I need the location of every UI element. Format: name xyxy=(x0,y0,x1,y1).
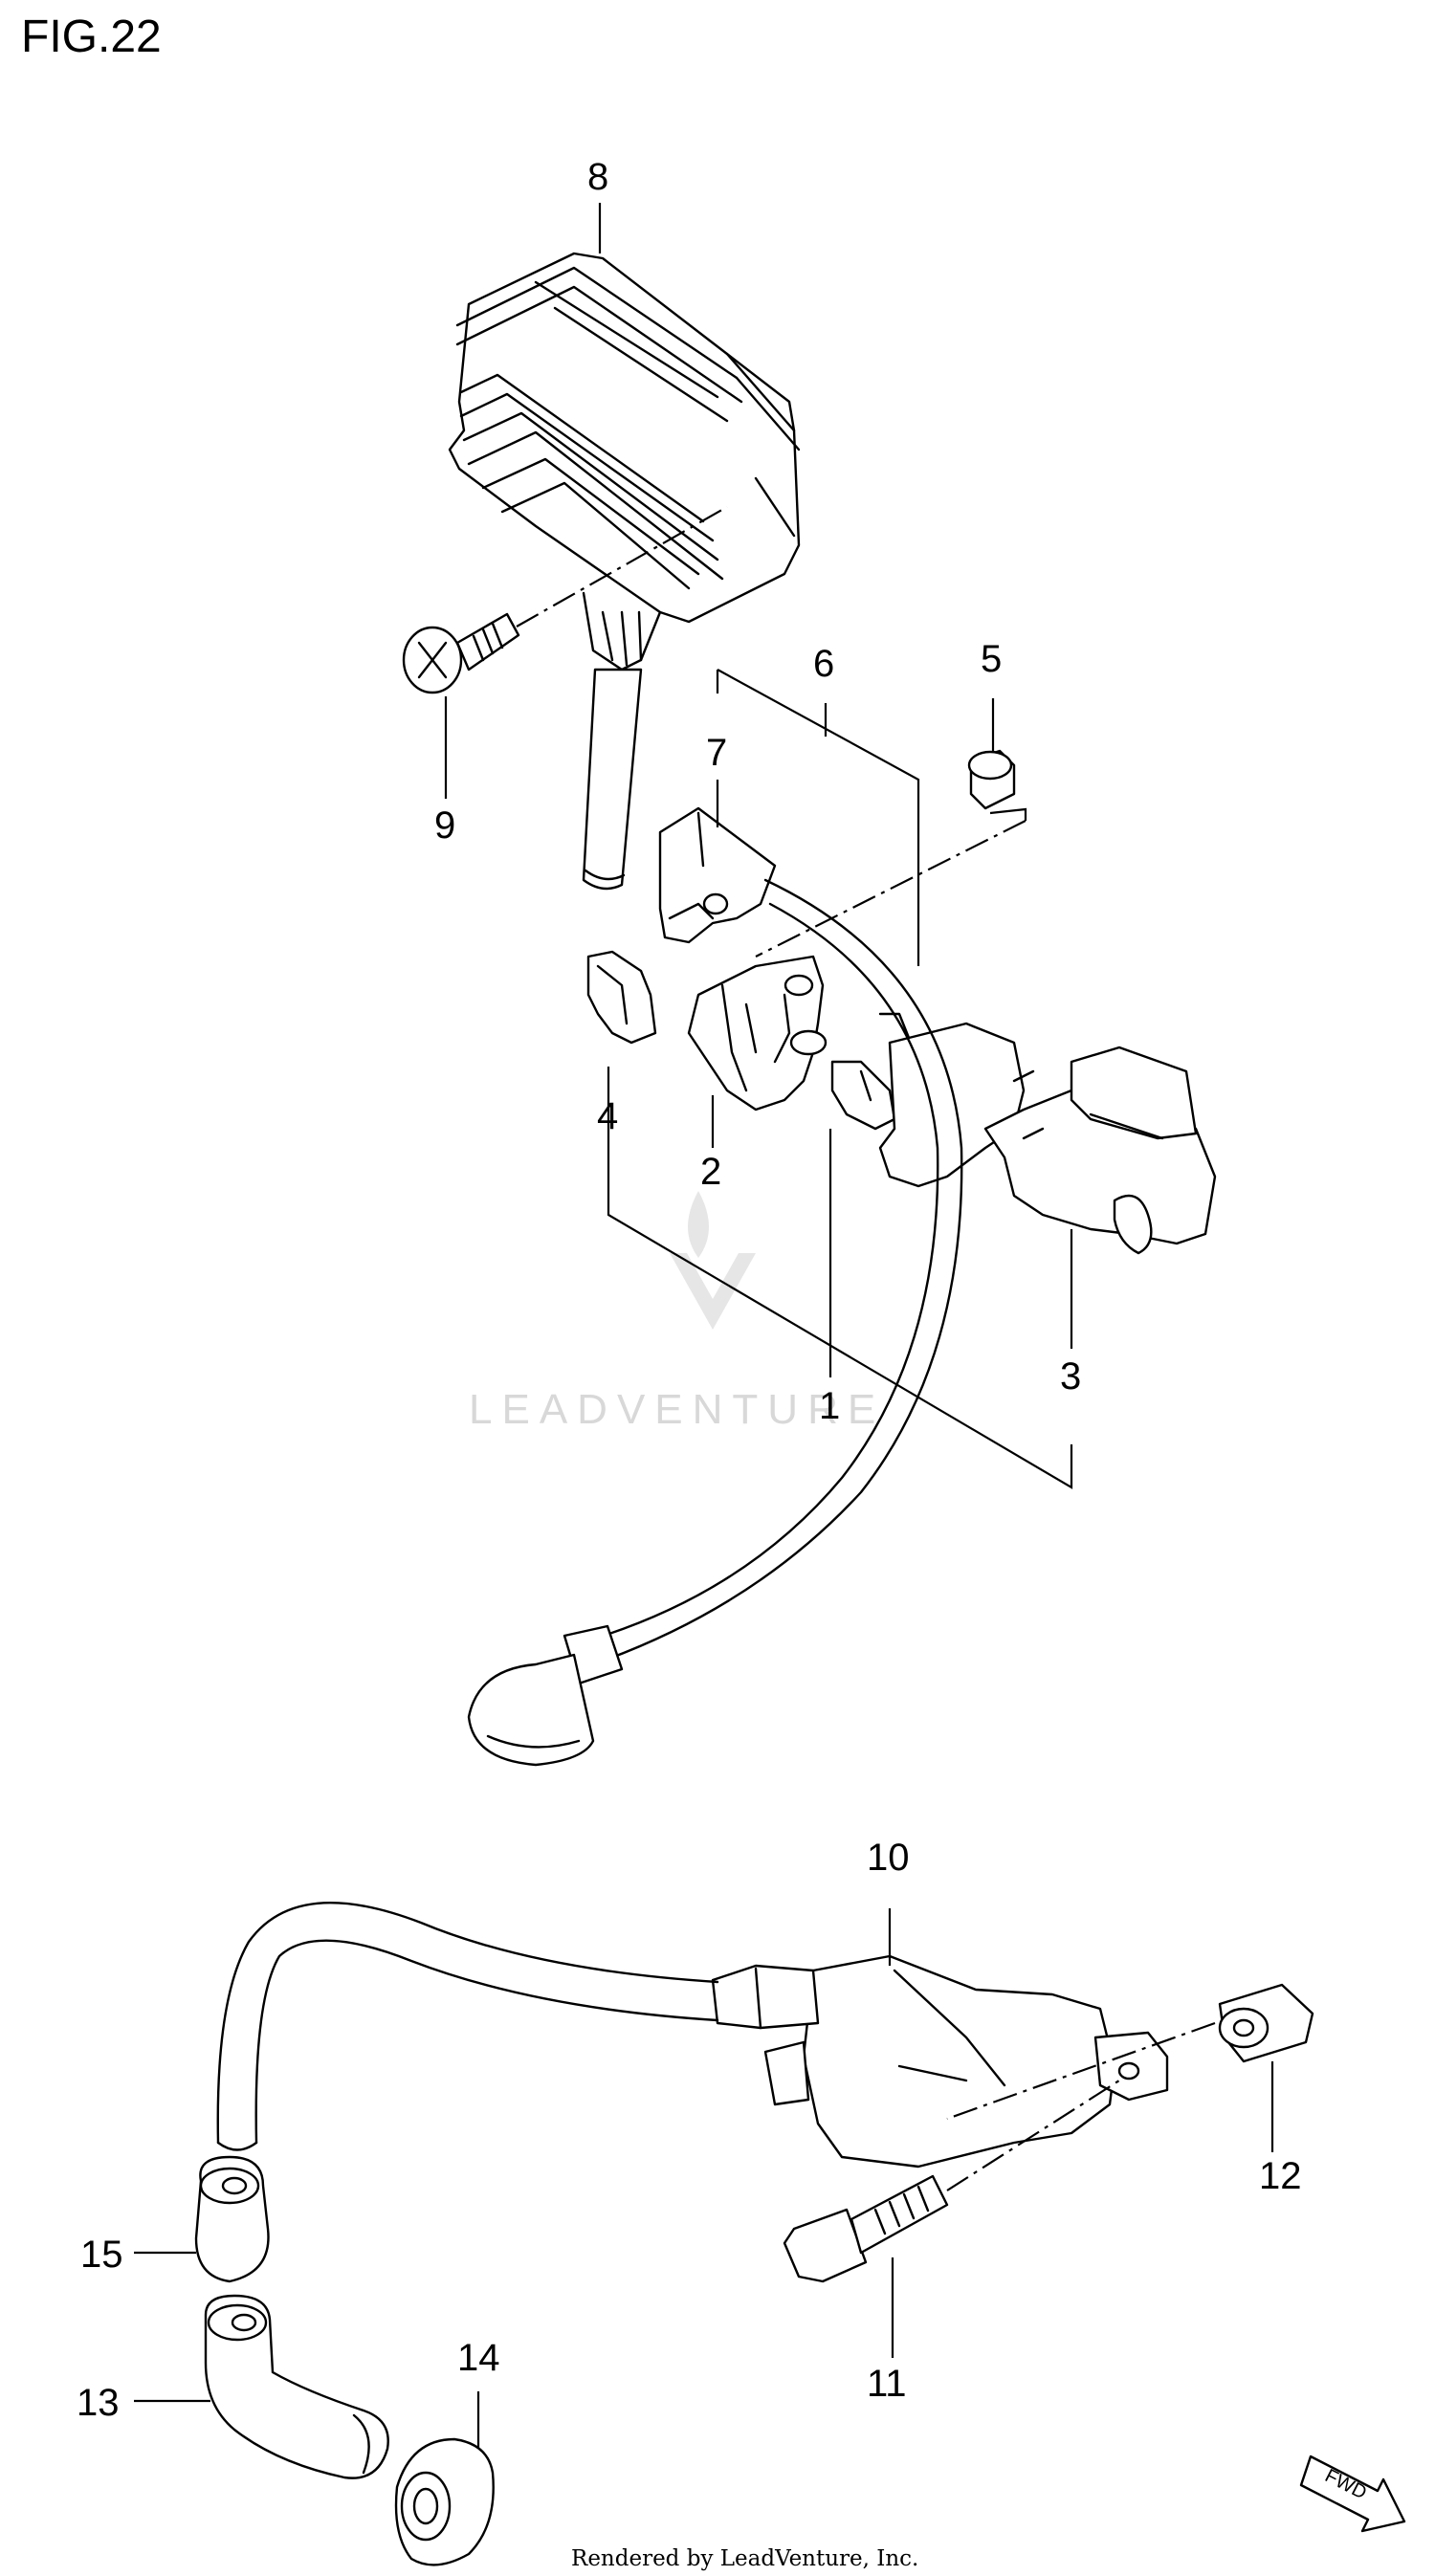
part-8-regulator xyxy=(448,252,801,891)
callout-11: 11 xyxy=(867,2363,907,2405)
part-5-axis xyxy=(755,820,1027,958)
part-11-bolt xyxy=(783,2174,949,2283)
callout-6: 6 xyxy=(813,643,834,685)
callout-10: 10 xyxy=(867,1837,910,1879)
fwd-arrow: FWD xyxy=(1299,2455,1406,2533)
callout-9: 9 xyxy=(434,804,455,847)
coil-lead xyxy=(216,1902,719,2151)
watermark-text: LEADVENTURE xyxy=(469,1386,885,1433)
spacer-5-bracket xyxy=(989,807,1027,821)
part-5-spacer xyxy=(967,749,1016,810)
part-1-contact xyxy=(830,1012,911,1131)
part-15-grommet xyxy=(194,2155,270,2283)
callout-8: 8 xyxy=(587,156,608,198)
switch-cable xyxy=(467,878,963,1767)
part-12-axis xyxy=(946,2021,1216,2121)
part-12-collar xyxy=(1218,1983,1314,2063)
part-11-axis xyxy=(946,2080,1120,2191)
part-3-switch-housing xyxy=(878,1022,1217,1255)
footer-credit: Rendered by LeadVenture, Inc. xyxy=(571,2546,918,2571)
callout-15: 15 xyxy=(80,2234,123,2276)
figure-title: FIG.22 xyxy=(21,11,162,62)
bracket-6 xyxy=(716,669,920,966)
bolt-9-axis xyxy=(516,506,728,627)
part-10-ignition-coil xyxy=(711,1954,1169,2169)
callout-14: 14 xyxy=(457,2337,500,2379)
part-4-clip xyxy=(586,950,657,1045)
bracket-1-4 xyxy=(607,1100,1073,1489)
callout-1: 1 xyxy=(819,1385,840,1427)
part-14-cover xyxy=(394,2437,495,2566)
part-7-cap xyxy=(658,806,777,944)
part-9-bolt xyxy=(402,612,520,694)
callout-4: 4 xyxy=(597,1095,618,1137)
callout-3: 3 xyxy=(1060,1355,1081,1398)
callout-13: 13 xyxy=(77,2382,120,2424)
callout-12: 12 xyxy=(1259,2155,1302,2197)
callout-7: 7 xyxy=(706,732,727,774)
watermark: LEADVENTURE xyxy=(469,1191,885,1433)
callout-5: 5 xyxy=(981,638,1002,680)
part-2-switch-body xyxy=(687,955,828,1112)
callout-2: 2 xyxy=(700,1151,721,1193)
part-13-plug-cap xyxy=(204,2294,389,2479)
